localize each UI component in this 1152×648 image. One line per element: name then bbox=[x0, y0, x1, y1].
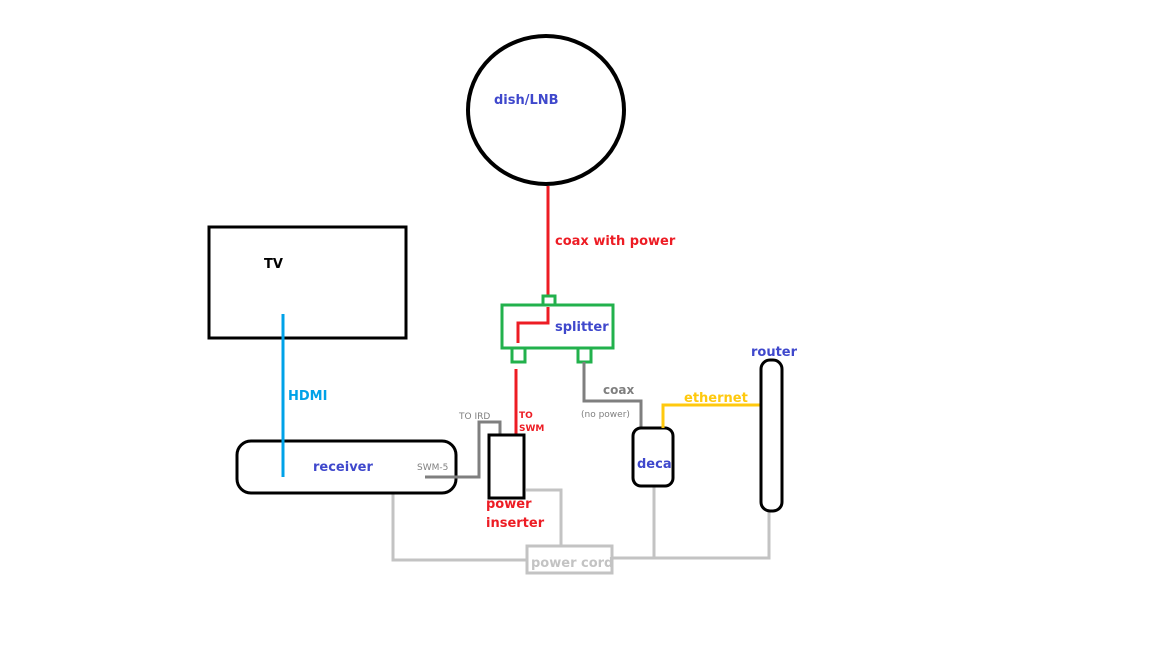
coax-label: coax bbox=[603, 383, 634, 397]
router bbox=[759, 358, 784, 513]
dish-label: dish/LNB bbox=[494, 93, 559, 108]
coax-with-power-label: coax with power bbox=[555, 234, 676, 249]
tv-label: TV bbox=[264, 257, 283, 272]
coax-to-ird bbox=[425, 420, 502, 479]
splitter-box bbox=[500, 303, 615, 350]
power-cord-box bbox=[525, 544, 614, 575]
coax-no-power bbox=[582, 362, 643, 428]
to-ird-label: TO IRD bbox=[458, 412, 490, 422]
splitter-output-port-2 bbox=[576, 346, 593, 364]
receiver-label: receiver bbox=[313, 460, 373, 475]
power-inserter bbox=[487, 433, 526, 500]
power-cord-receiver bbox=[391, 478, 528, 562]
dish-lnb bbox=[466, 34, 626, 186]
splitter-output-port-1 bbox=[510, 346, 527, 364]
power-cord-inserter bbox=[526, 488, 563, 546]
tv bbox=[207, 225, 408, 340]
ethernet-label: ethernet bbox=[684, 391, 748, 406]
to-swm-label-line2: SWM bbox=[519, 424, 544, 434]
deca bbox=[631, 426, 675, 488]
splitter-input-port bbox=[541, 294, 557, 307]
power-cord-deca-router bbox=[611, 487, 656, 560]
splitter-internal-path bbox=[516, 307, 550, 343]
power-cord-lines bbox=[391, 478, 771, 562]
router-label: router bbox=[751, 345, 798, 360]
splitter-label: splitter bbox=[555, 320, 609, 335]
deca-label: deca bbox=[637, 457, 672, 472]
receiver bbox=[235, 439, 458, 495]
hdmi-label: HDMI bbox=[288, 389, 327, 404]
to-swm-label-line1: TO bbox=[519, 411, 533, 421]
power-inserter-label-line1: power bbox=[486, 497, 532, 512]
power-cord-label: power cord bbox=[531, 556, 613, 571]
swm-port-label: SWM-5 bbox=[417, 463, 448, 473]
power-cord-router bbox=[654, 512, 771, 560]
ethernet-cable bbox=[661, 403, 760, 428]
no-power-label: (no power) bbox=[581, 410, 630, 420]
power-inserter-label-line2: inserter bbox=[486, 516, 545, 531]
